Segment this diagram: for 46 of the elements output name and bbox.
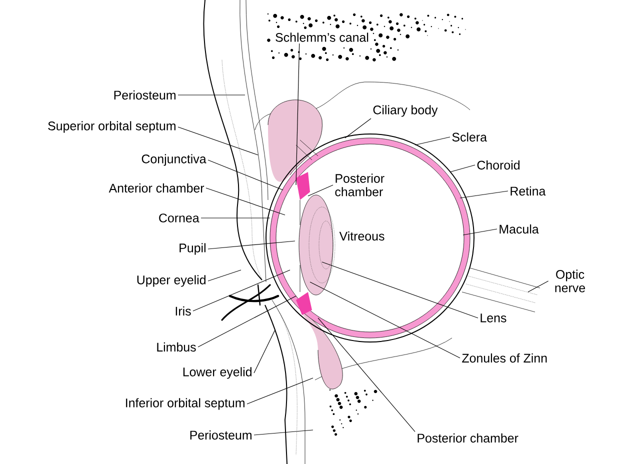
part-label: Zonules of Zinn [460,352,550,364]
leader-line [344,118,372,138]
part-label: Macula [497,222,540,236]
leader-line [246,378,314,404]
leader-line [198,296,296,348]
part-label: Ciliary body [371,104,440,118]
leader-line [208,270,242,282]
leader-line [192,270,290,312]
leader-line [310,282,460,358]
leader-line [414,136,450,146]
part-label: Limbus [154,340,198,354]
part-label: Periosteum [188,428,254,442]
part-label: Inferior orbital septum [123,396,247,412]
leader-line [318,318,416,432]
leader-line [254,430,314,436]
part-label: Schlemm’s canal [274,31,370,44]
leader-line [528,280,549,292]
part-label: Optic nerve [548,268,592,294]
part-label: Superior orbital septum [46,120,178,134]
leader-line [462,228,498,236]
part-label: Vitreous [339,231,384,241]
leader-line [178,94,246,96]
part-label: Upper eyelid [134,274,208,288]
leader-line [178,126,258,156]
part-label: Retina [508,184,548,198]
part-label: Sclera [450,130,488,144]
part-label: Posterior chamber [333,172,394,198]
leader-line [254,330,276,374]
part-label: Periosteum [112,88,178,102]
leader-line [460,190,508,198]
part-label: Lower eyelid [180,366,254,380]
leader-line [322,262,478,318]
part-label: Lens [478,312,508,324]
part-label: Posterior chamber [415,432,520,444]
leader-line [208,160,284,190]
leader-line [208,240,296,250]
part-label: Cornea [156,212,201,224]
part-label: Anterior chamber [107,182,206,194]
part-label: Iris [173,304,193,318]
leader-line [206,188,286,216]
part-label: Conjunctiva [140,152,208,168]
leader-line [308,184,334,196]
part-label: Pupil [177,242,208,256]
leader-line [450,164,476,172]
leader-line [296,43,300,186]
part-label: Choroid [475,158,522,172]
